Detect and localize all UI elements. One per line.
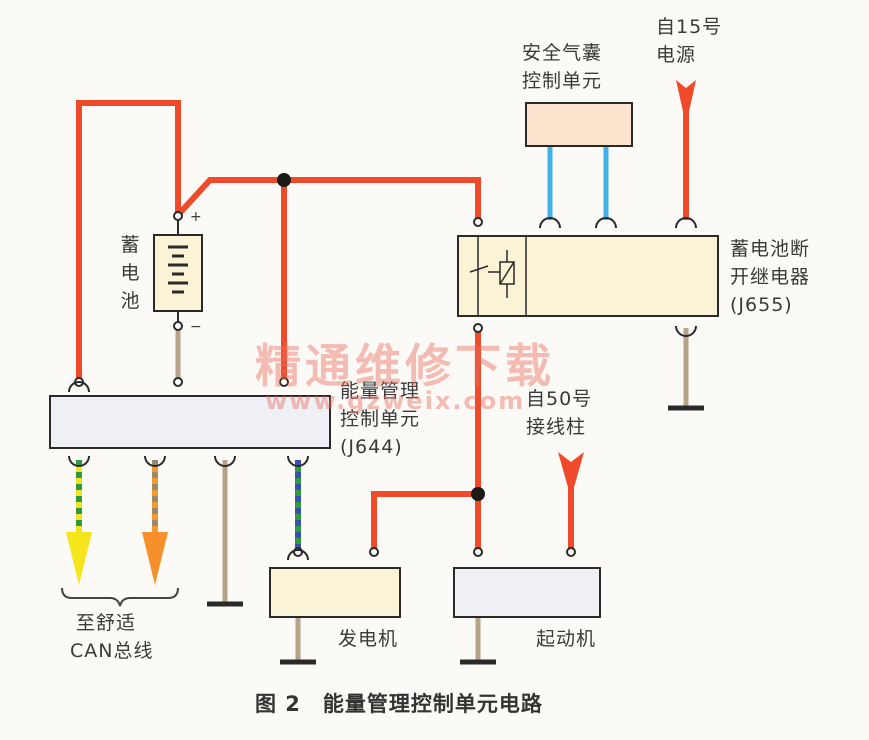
arrow-from-50 — [558, 452, 584, 498]
emu-label-line2: 控制单元 — [340, 408, 421, 430]
from-50-label-line1: 自50号 — [526, 388, 593, 410]
airbag-label-line1: 安全气囊 — [522, 42, 603, 64]
battery — [153, 220, 203, 324]
relay-code: (J655) — [730, 294, 793, 316]
ground-wires — [175, 328, 689, 660]
emu-code: (J644) — [340, 436, 403, 458]
airbag-signal-wires — [547, 146, 609, 220]
arrow-can-orange — [142, 532, 168, 585]
from-15-label-line2: 电源 — [656, 44, 697, 66]
relay-body — [457, 235, 719, 317]
junction-node-bottom — [471, 487, 485, 501]
generator-box — [269, 567, 401, 618]
can-bus-brace — [61, 587, 179, 607]
can-label-line1: 至舒适 — [76, 612, 137, 634]
from-15-label-line1: 自15号 — [656, 16, 723, 38]
junction-node-top — [277, 173, 291, 187]
plug-connectors — [68, 217, 697, 561]
from-50-label-line2: 接线柱 — [526, 416, 587, 438]
wire-battery-plus-main — [175, 177, 481, 220]
ground-symbols — [207, 405, 704, 665]
starter-label: 起动机 — [536, 628, 597, 650]
relay-label-line1: 蓄电池断 — [730, 238, 811, 260]
battery-disconnect-relay — [457, 235, 719, 317]
can-bus-wires — [76, 460, 301, 552]
terminal-connectors — [74, 211, 576, 557]
wire-battery-plus-loop — [76, 100, 181, 384]
power-wires — [76, 100, 689, 552]
battery-label-char-1: 蓄 — [120, 234, 140, 256]
airbag-control-unit — [525, 102, 633, 147]
battery-label-char-2: 电 — [120, 262, 140, 284]
wire-generator-feed — [371, 491, 478, 552]
can-label-line2: CAN总线 — [70, 640, 154, 662]
energy-management-unit — [49, 395, 331, 449]
generator-label: 发电机 — [338, 628, 399, 650]
relay-switch-icon — [469, 236, 515, 316]
arrow-can-yellow — [66, 532, 92, 585]
battery-minus-sign: − — [190, 319, 203, 335]
arrow-from-15 — [676, 80, 696, 125]
starter-box — [453, 567, 601, 618]
watermark-url: www.gzweix.com — [265, 387, 526, 415]
watermark-text: 精通维修下载 — [255, 339, 555, 393]
battery-label-char-3: 池 — [120, 290, 140, 312]
figure-caption: 图 2 能量管理控制单元电路 — [255, 692, 543, 716]
battery-plus-sign: + — [190, 209, 203, 225]
airbag-label-line2: 控制单元 — [522, 70, 603, 92]
emu-label-line1: 能量管理 — [340, 380, 421, 402]
relay-label-line2: 开继电器 — [730, 266, 811, 288]
